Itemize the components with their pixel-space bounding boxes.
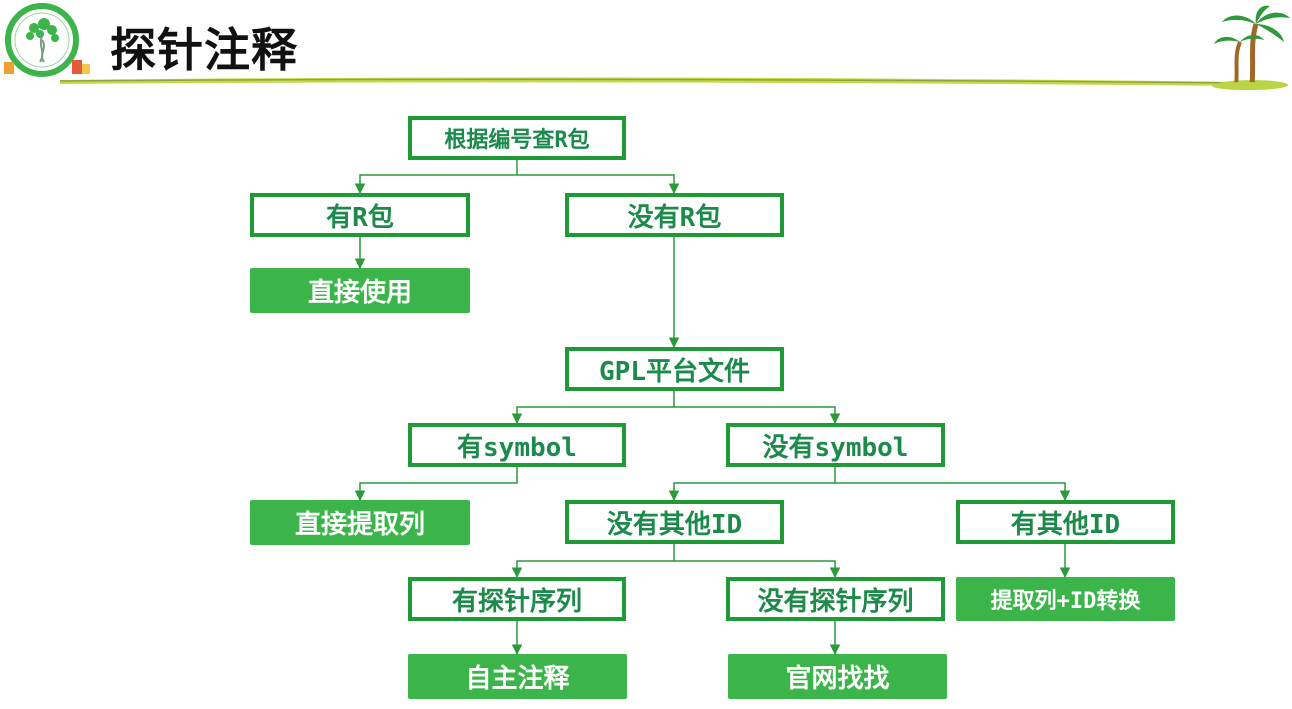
- node-extract-column: 直接提取列: [250, 500, 470, 545]
- palm-trees-icon: [1212, 5, 1290, 90]
- connector-root-to-has-pkg: [354, 174, 517, 195]
- node-use-directly: 直接使用: [250, 268, 470, 313]
- connector-no-symbol-to-has-other-id: [835, 482, 1071, 502]
- node-no-r-package: 没有R包: [565, 193, 784, 237]
- node-has-other-id: 有其他ID: [956, 500, 1175, 544]
- node-no-other-id: 没有其他ID: [565, 500, 784, 544]
- node-no-symbol: 没有symbol: [726, 423, 945, 467]
- node-has-probe-sequence: 有探针序列: [408, 577, 626, 621]
- node-extract-and-convert-id: 提取列+ID转换: [956, 577, 1175, 621]
- page-title: 探针注释: [110, 23, 298, 77]
- connector-gpl-to-no-symbol: [674, 406, 841, 425]
- logo-icon: [4, 3, 90, 77]
- connector-no-symbol-to-no-other-id: [668, 482, 835, 502]
- connector-gpl-to-has-symbol: [511, 406, 674, 425]
- connector-has-symbol-to-extract: [354, 466, 518, 502]
- node-root: 根据编号查R包: [408, 116, 626, 160]
- connector-root-to-no-pkg: [517, 174, 680, 195]
- connector-no-other-id-to-no-seq: [674, 560, 841, 579]
- node-gpl-platform-file: GPL平台文件: [565, 347, 784, 391]
- node-has-r-package: 有R包: [250, 193, 470, 237]
- node-no-probe-sequence: 没有探针序列: [726, 577, 945, 621]
- connector-no-other-id-to-has-seq: [511, 560, 674, 579]
- node-check-official-site: 官网找找: [728, 654, 947, 699]
- node-self-annotate: 自主注释: [408, 654, 627, 699]
- node-has-symbol: 有symbol: [408, 423, 626, 467]
